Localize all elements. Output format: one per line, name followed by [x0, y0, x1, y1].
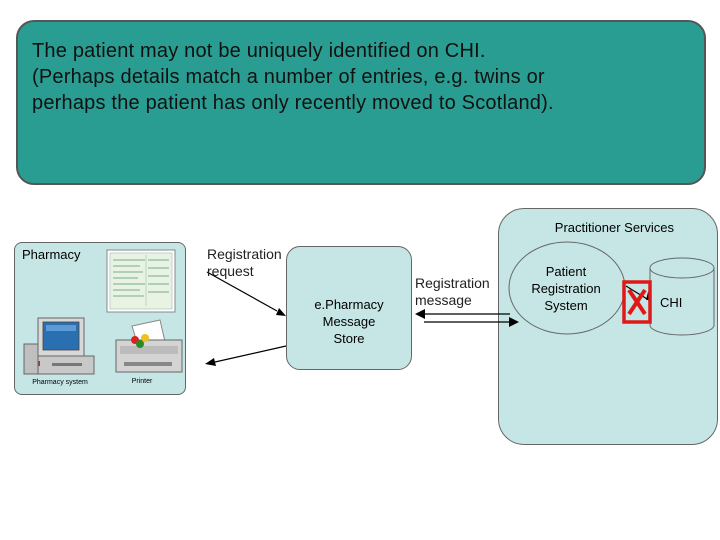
info-banner: The patient may not be uniquely identifi…: [16, 20, 706, 185]
prs-line-1: Patient: [545, 264, 587, 279]
chi-database-icon: [649, 257, 715, 336]
registration-message-line-1: Registration: [415, 275, 490, 291]
failure-x-icon: [622, 280, 652, 324]
message-store-line-1: e.Pharmacy: [314, 297, 384, 312]
prs-line-3: System: [544, 298, 588, 313]
message-store-label: e.Pharmacy Message Store: [290, 296, 408, 347]
registration-message-label: Registration message: [415, 275, 490, 309]
patient-registration-system-label: Patient Registration System: [520, 263, 612, 314]
registration-request-line-2: request: [207, 263, 254, 279]
banner-line-3: perhaps the patient has only recently mo…: [32, 92, 554, 114]
banner-line-1: The patient may not be uniquely identifi…: [32, 40, 486, 62]
printer-icon: [115, 319, 183, 373]
message-store-line-2: Message: [322, 314, 376, 329]
arrow-registration-request: [206, 271, 286, 316]
arrow-registration-message: [415, 309, 519, 327]
practitioner-services-label: Practitioner Services: [554, 220, 674, 235]
message-store-box: [286, 246, 412, 370]
registration-request-label: Registration request: [207, 246, 282, 280]
chi-label: CHI: [660, 295, 683, 310]
prs-line-2: Registration: [531, 281, 601, 296]
printer-caption: Printer: [132, 378, 153, 385]
banner-line-2: (Perhaps details match a number of entri…: [32, 66, 545, 88]
prescription-form-icon: [106, 249, 176, 313]
computer-icon: [23, 317, 95, 375]
pharmacy-system-caption: Pharmacy system: [32, 379, 88, 386]
registration-message-line-2: message: [415, 292, 472, 308]
message-store-line-3: Store: [333, 331, 365, 346]
pharmacy-label: Pharmacy: [22, 247, 81, 262]
registration-request-line-1: Registration: [207, 246, 282, 262]
arrow-response-to-pharmacy: [205, 345, 287, 366]
